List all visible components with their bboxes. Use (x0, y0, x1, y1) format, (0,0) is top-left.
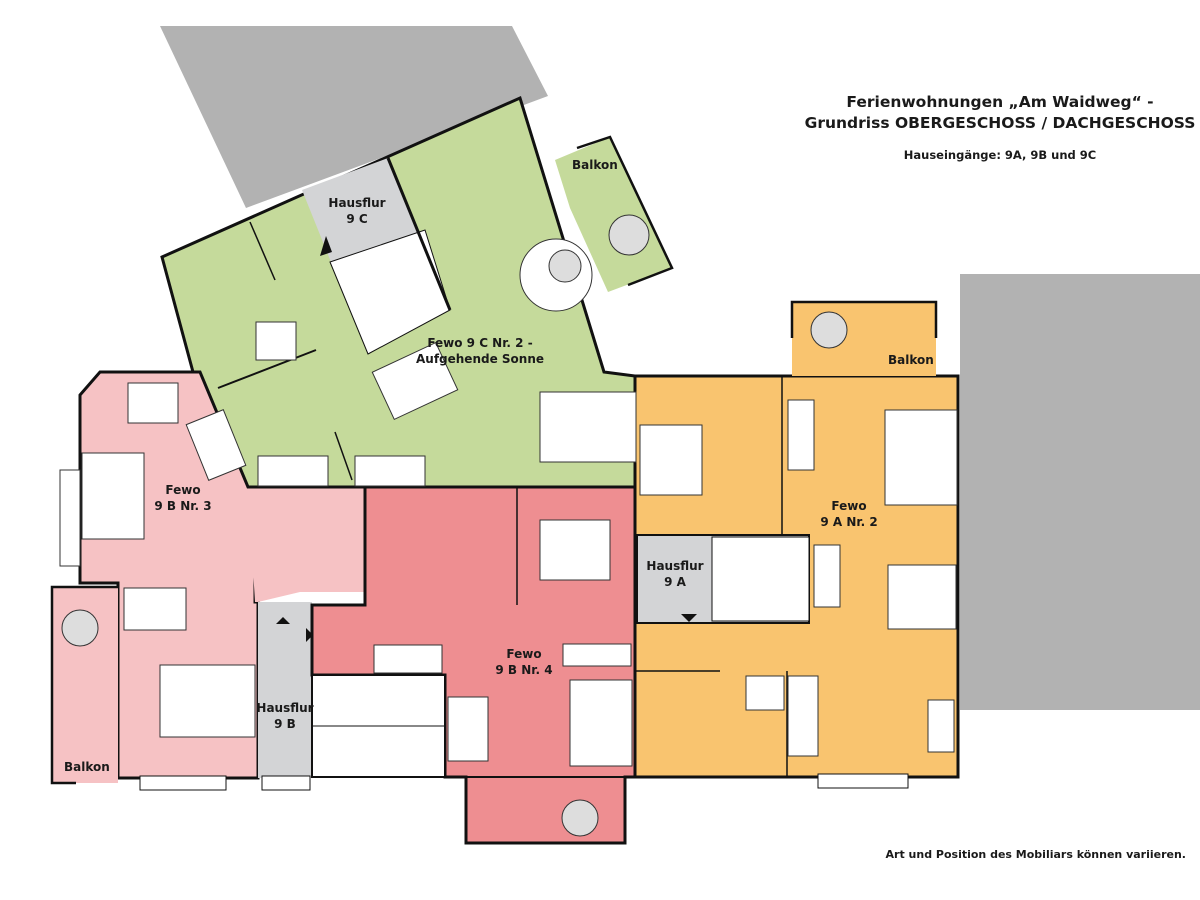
label-unit-9b-nr3: Fewo 9 B Nr. 3 (154, 483, 212, 513)
label-unit-9a-nr2: Fewo 9 A Nr. 2 (820, 499, 878, 529)
label-balcony-9a2: Balkon (888, 353, 934, 367)
entrance-arrow-9c (320, 236, 332, 256)
hallway-9a (636, 534, 810, 624)
label-hallway-9a: Hausflur 9 A (646, 559, 704, 589)
title-line-2: Grundriss OBERGESCHOSS / DACHGESCHOSS (804, 114, 1196, 132)
title-line-1: Ferienwohnungen „Am Waidweg“ - (846, 93, 1154, 111)
balcony-9c (555, 137, 672, 292)
label-hallway-9b: Hausflur 9 B (256, 701, 314, 731)
page-title: Ferienwohnungen „Am Waidweg“ - Grundriss… (780, 92, 1200, 134)
hallway-9b (258, 602, 313, 778)
subtitle-entrances: Hauseingänge: 9A, 9B und 9C (903, 148, 1097, 162)
entrance-arrow-9b-side (306, 628, 313, 642)
label-unit-9b-nr4: Fewo 9 B Nr. 4 (495, 647, 553, 677)
entrance-arrow-9a (681, 614, 697, 622)
neighbor-building-east (960, 274, 1200, 710)
windows (139, 773, 909, 791)
footnote-furniture-disclaimer: Art und Position des Mobiliars können va… (885, 848, 1186, 861)
furniture (59, 214, 958, 837)
staircase-9b (311, 674, 446, 778)
label-balcony-9c: Balkon (572, 158, 618, 172)
label-unit-9c-nr2: Fewo 9 C Nr. 2 - Aufgehende Sonne (415, 336, 545, 366)
label-hallway-9c: Hausflur 9 C (328, 196, 386, 226)
neighbor-building-north (160, 26, 548, 208)
entrance-arrow-9b (276, 617, 290, 624)
hallway-9c (302, 157, 452, 355)
label-balcony-9b3: Balkon (64, 760, 110, 774)
